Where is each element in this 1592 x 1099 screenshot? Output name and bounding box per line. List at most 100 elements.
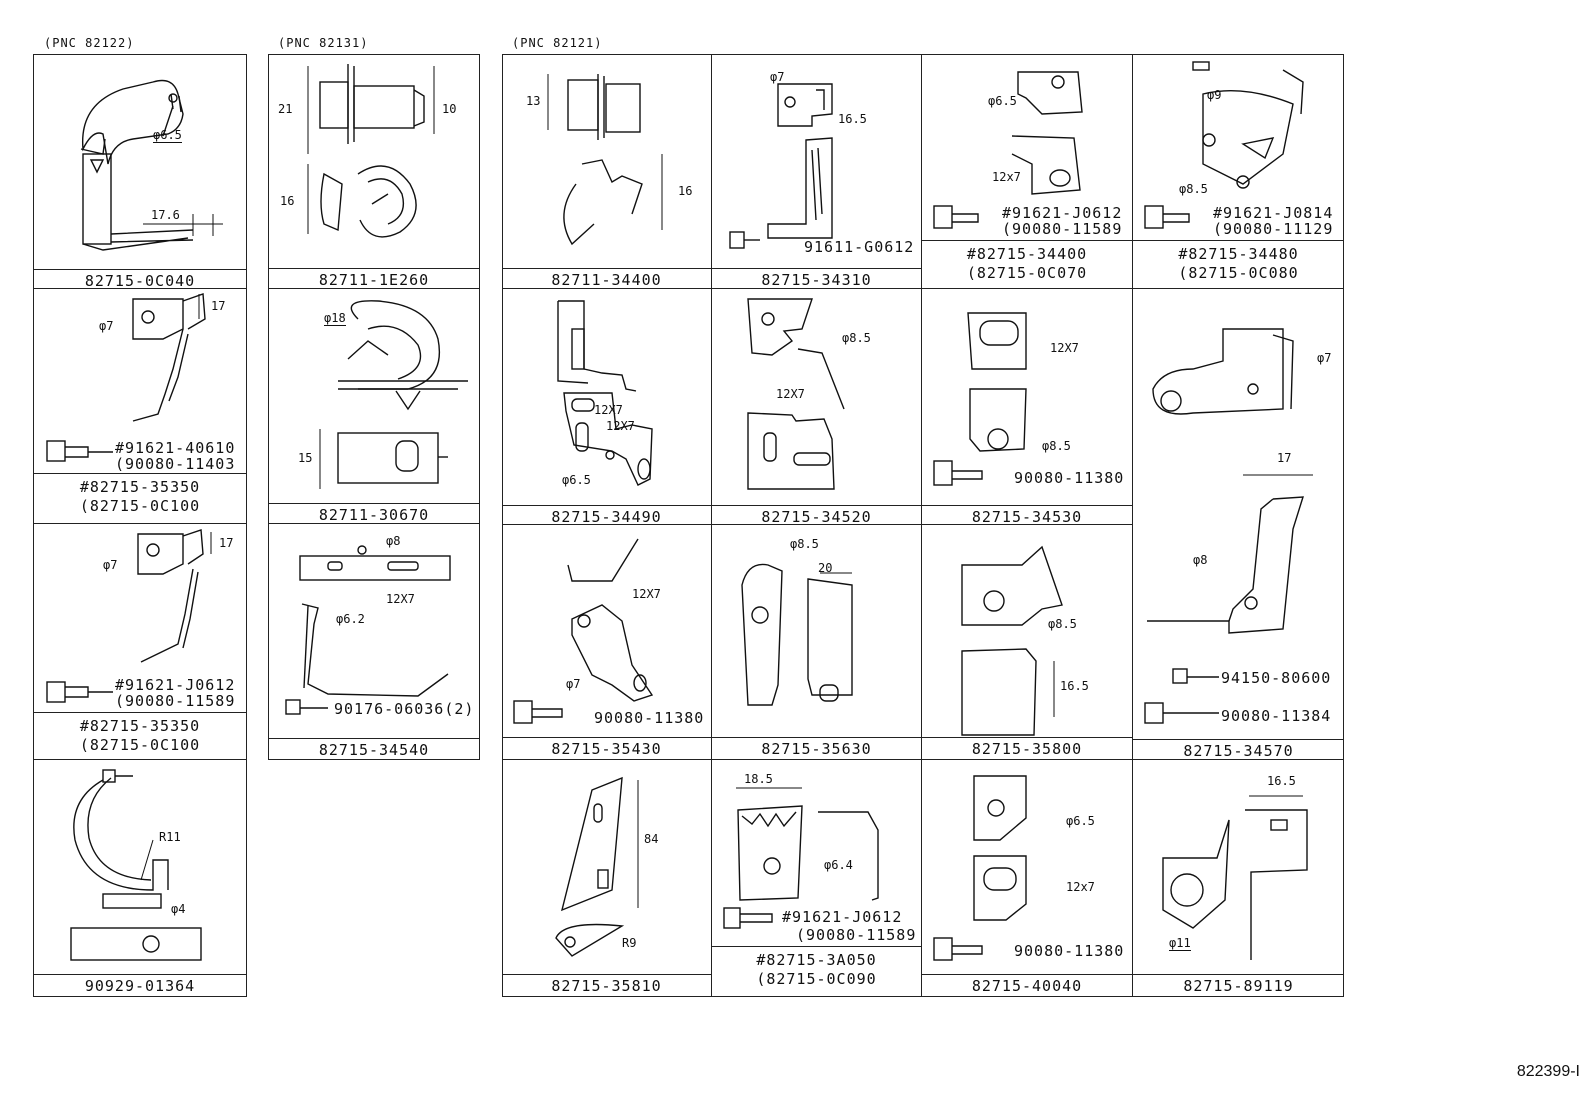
part-number: #82715-34480: [1133, 240, 1344, 263]
dim-slot: 12X7: [776, 387, 805, 401]
part-number: #82715-3A050: [712, 946, 921, 969]
part-cell-82715-0C040[interactable]: φ6.5 17.6 82715-0C040: [33, 54, 247, 290]
part-cell-82715-89119[interactable]: 16.5 φ11 82715-89119: [1133, 760, 1344, 997]
part-number: 82715-89119: [1133, 974, 1344, 995]
pnc-header-82122: (PNC 82122): [44, 36, 135, 50]
part-cell-82715-34530[interactable]: 12X7 φ8.5 90080-11380 82715-34530: [922, 289, 1133, 526]
part-number: 82715-35630: [712, 737, 921, 758]
bolt-number-alt: (90080-11403: [115, 455, 236, 473]
bolt-number-alt: (90080-11589: [1002, 220, 1123, 238]
part-cell-82715-35430[interactable]: 12X7 φ7 90080-11380 82715-35430: [502, 525, 712, 760]
dim-hole: φ7: [99, 319, 114, 333]
dim-height: 16.5: [1060, 679, 1089, 693]
part-number-alt: (82715-0C090: [756, 970, 877, 988]
clip-drawing: [547, 74, 663, 246]
dim-radius: R9: [622, 936, 637, 950]
part-cell-82715-34480[interactable]: φ9 φ8.5 #91621-J0814 (90080-11129 #82715…: [1133, 54, 1344, 289]
clip-drawing: [307, 64, 435, 238]
part-cell-82711-1E260[interactable]: 21 10 16 82711-1E260: [268, 54, 480, 289]
bracket-drawing: [723, 787, 879, 929]
dim-hole-2: φ8: [1193, 553, 1208, 567]
part-cell-82715-40040[interactable]: φ6.5 12x7 90080-11380 82715-40040: [922, 760, 1133, 997]
part-number: 82711-34400: [502, 268, 711, 289]
part-number: #82715-35350: [33, 712, 247, 735]
bracket-drawing: [285, 545, 451, 715]
dim-slot: 12X7: [594, 403, 623, 417]
part-cell-82715-35810[interactable]: 84 R9 82715-35810: [502, 760, 712, 997]
dim-hole-2: φ8.5: [1179, 182, 1208, 196]
diagram-id: 822399-I: [1516, 1063, 1580, 1080]
dim-slot: 12x7: [992, 170, 1021, 184]
part-number: 82715-34530: [922, 505, 1132, 526]
bracket-drawing: [555, 776, 639, 957]
part-cell-82715-34490[interactable]: 12X7 12X7 φ6.5 82715-34490: [502, 289, 712, 526]
bolt-number-alt: (90080-11589: [796, 926, 917, 944]
bolt-number: #91621-40610: [115, 439, 236, 457]
dim-hole: φ4: [171, 902, 186, 916]
dim-width: 16.5: [838, 112, 867, 126]
bolt-number: #91621-J0612: [115, 676, 236, 694]
bolt-number: 91611-G0612: [804, 238, 915, 256]
dim-hole: φ6.4: [824, 858, 853, 872]
column-82122: [33, 54, 247, 997]
part-number: 82715-34570: [1133, 739, 1344, 760]
bracket-drawing: [513, 538, 654, 724]
part-number-alt: (82715-0C080: [1178, 264, 1299, 282]
dim-depth: 10: [442, 102, 457, 116]
part-cell-82715-34520[interactable]: φ8.5 12X7 82715-34520: [712, 289, 922, 526]
column-82131: [268, 54, 480, 760]
bolt-number: 90080-11380: [1014, 942, 1125, 960]
part-number: 82715-35810: [502, 974, 711, 995]
dim-radius: R11: [159, 830, 181, 844]
part-cell-90929-01364[interactable]: R11 φ4 90929-01364: [33, 760, 247, 997]
dim-depth: 16: [678, 184, 693, 198]
part-cell-82715-34310[interactable]: φ7 16.5 91611-G0612 82715-34310: [712, 54, 922, 289]
part-cell-82715-34570[interactable]: φ7 17 φ8 94150-80600 90080-11384 82715-3…: [1133, 289, 1344, 760]
dim-hole: φ7: [770, 70, 785, 84]
part-number-alt: (82715-0C070: [966, 264, 1088, 282]
dim-slot: 12X7: [632, 587, 661, 601]
bolt-number: 90080-11380: [1014, 469, 1125, 487]
part-number: 82715-35430: [502, 737, 711, 758]
dim-slot: 12X7: [1050, 341, 1079, 355]
clamp-drawing: [319, 300, 468, 489]
dim-width: 18.5: [744, 772, 773, 786]
dim-width: 20: [818, 561, 833, 575]
part-cell-82715-35350-a[interactable]: φ7 17 #91621-40610 (90080-11403 #82715-3…: [33, 289, 247, 524]
bracket-drawing: [747, 298, 845, 490]
dim-hole: φ6.5: [988, 94, 1017, 108]
dim-width: 17: [211, 299, 226, 313]
bolt-number: 94150-80600: [1221, 669, 1332, 687]
pnc-header-82131: (PNC 82131): [278, 36, 369, 50]
dim-slot-2: 12X7: [606, 419, 635, 433]
part-cell-82711-30670[interactable]: φ18 15 82711-30670: [268, 289, 480, 524]
bracket-drawing: [741, 563, 853, 706]
dim-height: 15: [298, 451, 313, 465]
dim-height: 21: [278, 102, 293, 116]
part-cell-82715-35630[interactable]: φ8.5 20 82715-35630: [712, 525, 922, 760]
bolt-number: 90176-06036(2): [334, 700, 475, 718]
part-cell-82715-3A050[interactable]: 18.5 φ6.4 #91621-J0612 (90080-11589 #827…: [712, 760, 922, 997]
part-number: 82715-0C040: [33, 269, 247, 290]
dim-length: 17.6: [151, 208, 180, 222]
part-number: 82715-34540: [268, 738, 480, 759]
part-cell-82715-35800[interactable]: φ8.5 16.5 82715-35800: [922, 525, 1133, 760]
bracket-drawing: [933, 71, 1083, 229]
part-cell-82715-34400-b[interactable]: φ6.5 12x7 #91621-J0612 (90080-11589 #827…: [922, 54, 1133, 289]
part-number: 82715-34490: [502, 505, 711, 526]
bracket-drawing: [1144, 61, 1304, 229]
part-cell-82715-34540[interactable]: φ8 12X7 φ6.2 90176-06036(2) 82715-34540: [268, 524, 480, 760]
bracket-drawing: [557, 300, 653, 486]
part-cell-82715-35350-b[interactable]: φ7 17 #91621-J0612 (90080-11589 #82715-3…: [33, 524, 247, 760]
dim-hole: φ8.5: [1042, 439, 1071, 453]
part-number: 82711-1E260: [268, 268, 480, 289]
dim-diameter: 16: [280, 194, 295, 208]
bracket-drawing: [729, 83, 833, 249]
clamp-drawing: [70, 769, 202, 961]
bolt-number: #91621-J0612: [782, 908, 903, 926]
dim-hole: φ6.5: [153, 128, 182, 143]
part-cell-82711-34400[interactable]: 13 16 82711-34400: [502, 54, 712, 289]
pnc-header-82121: (PNC 82121): [512, 36, 603, 50]
dim-hole: φ7: [566, 677, 581, 691]
dim-width: 17: [219, 536, 234, 550]
